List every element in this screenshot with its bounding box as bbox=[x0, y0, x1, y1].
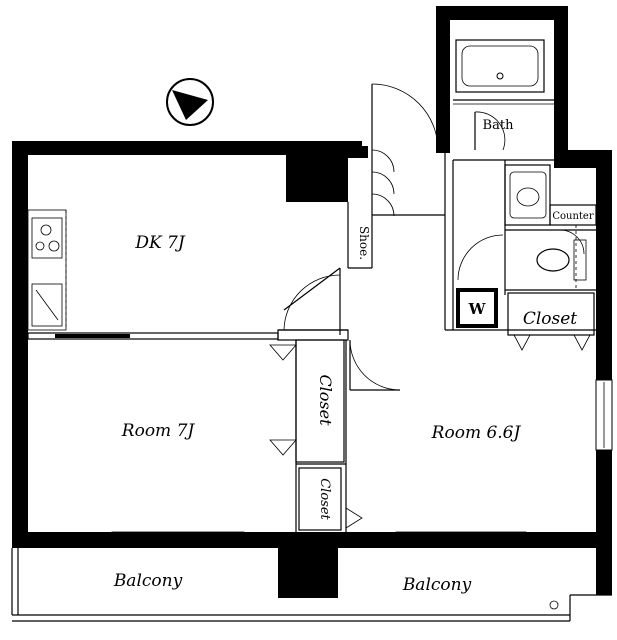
north-arrow-icon bbox=[166, 78, 214, 126]
washer-label: W bbox=[468, 300, 487, 318]
balcony-label-right: Balcony bbox=[402, 575, 472, 595]
closet-label-right: Closet bbox=[523, 309, 577, 329]
interior-walls bbox=[27, 150, 613, 532]
room-label-room-right: Room 6.6J bbox=[431, 423, 522, 443]
balcony-label-left: Balcony bbox=[113, 571, 183, 591]
sink-icon bbox=[31, 283, 63, 327]
counter-label: Counter bbox=[552, 211, 593, 222]
washbasin-icon bbox=[509, 171, 547, 219]
stove-burner-icon bbox=[31, 217, 63, 259]
exterior-walls bbox=[12, 6, 612, 598]
balcony-outline bbox=[11, 531, 612, 622]
closet-door-marks bbox=[269, 334, 591, 529]
doors bbox=[283, 83, 585, 391]
washer-space: W bbox=[456, 288, 498, 328]
toilet-icon bbox=[536, 239, 587, 281]
bathtub-icon bbox=[455, 39, 545, 93]
room-label-bath: Bath bbox=[483, 118, 515, 133]
kitchen-counter bbox=[27, 209, 67, 331]
room-label-dk: DK 7J bbox=[134, 233, 186, 253]
closet-label-mid: Closet bbox=[316, 374, 335, 426]
room-label-room-left: Room 7J bbox=[121, 421, 196, 441]
closet-label-small: Closet bbox=[317, 478, 332, 520]
shoe-cabinet-label: Shoe. bbox=[357, 226, 371, 260]
